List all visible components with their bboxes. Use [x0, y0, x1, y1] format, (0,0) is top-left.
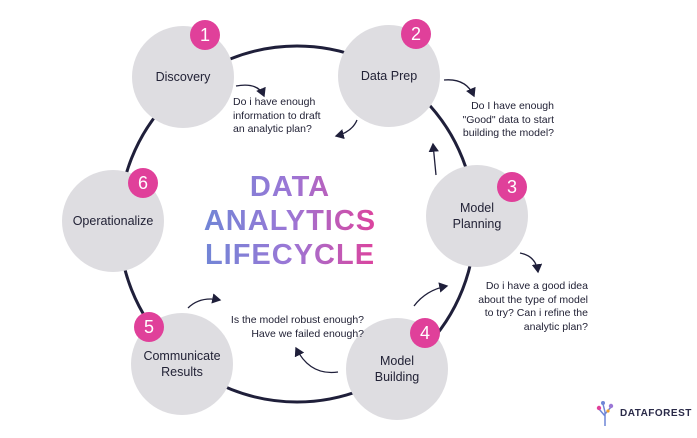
arrow-3-in — [413, 282, 449, 307]
question-discovery: Do i have enough information to draft an… — [233, 96, 321, 135]
question-model-planning: Do i have a good idea about the type of … — [478, 280, 588, 333]
stage-number-badge: 6 — [128, 168, 158, 198]
brand-logo: DATAFOREST — [594, 400, 692, 426]
stage-number-badge: 4 — [410, 318, 440, 348]
arrow-3-out — [519, 252, 543, 274]
question-data-prep: Do I have enough "Good" data to start bu… — [462, 100, 554, 139]
stage-label: Model Planning — [452, 201, 502, 231]
arrow-1-out — [235, 84, 266, 98]
stage-discovery: Discovery — [132, 26, 234, 128]
diagram-title: DATA ANALYTICS LIFECYCLE — [200, 170, 380, 272]
title-line: LIFECYCLE — [200, 238, 380, 272]
tree-icon — [596, 401, 614, 426]
arrow-5-out — [187, 293, 222, 309]
arrow-2-in — [428, 142, 439, 176]
question-model-building: Is the model robust enough? Have we fail… — [230, 314, 364, 340]
stage-number-badge: 3 — [497, 172, 527, 202]
stage-label: Communicate Results — [143, 349, 221, 379]
stage-model-building: Model Building — [346, 318, 448, 420]
stage-label: Data Prep — [360, 69, 418, 83]
arrow-1-in — [334, 119, 358, 140]
arrow-4-out — [294, 346, 339, 374]
arrow-2-out — [443, 79, 476, 98]
stage-number-badge: 1 — [190, 20, 220, 50]
title-line: ANALYTICS — [200, 204, 380, 238]
stage-number-badge: 5 — [134, 312, 164, 342]
title-line: DATA — [200, 170, 380, 204]
stage-operationalize: Operationalize — [62, 170, 164, 272]
brand-name: DATAFOREST — [620, 407, 692, 419]
stage-label: Discovery — [155, 70, 211, 84]
stage-number-badge: 2 — [401, 19, 431, 49]
stage-label: Model Building — [374, 354, 420, 384]
stage-label: Operationalize — [72, 214, 154, 228]
